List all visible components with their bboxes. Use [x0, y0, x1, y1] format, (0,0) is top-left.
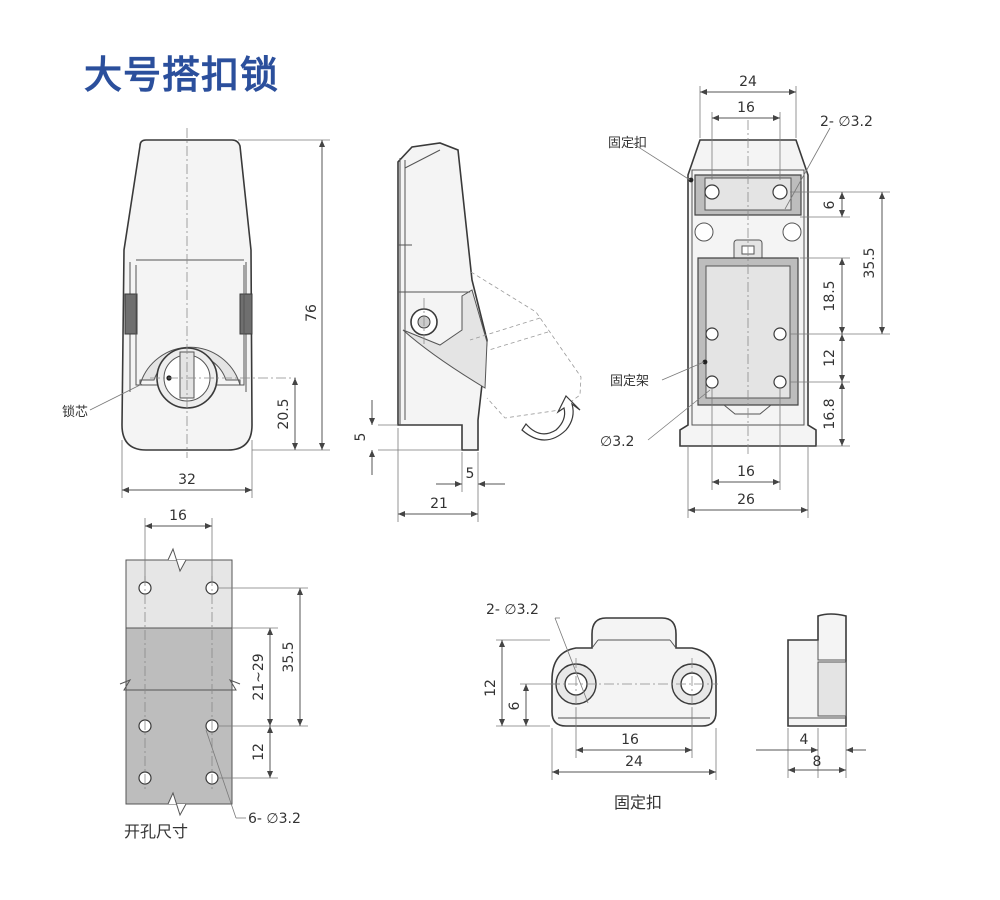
side-view: 5 5 21	[353, 142, 582, 522]
back-hole-spacing-v-dim: 12	[822, 349, 838, 367]
back-top-width-dim: 24	[739, 74, 757, 90]
buckle-hole-spacing-dim: 16	[621, 732, 639, 748]
cutout-size-caption: 开孔尺寸	[124, 822, 188, 841]
back-hole-dia-dim: ∅3.2	[600, 434, 634, 450]
buckle-side-depth-dim: 4	[800, 732, 809, 748]
front-view: 锁芯 76 20.5 32	[62, 128, 330, 498]
cutout-adjust-range-dim: 21~29	[251, 653, 267, 700]
buckle-width-dim: 24	[625, 754, 643, 770]
buckle-height-dim: 12	[483, 679, 499, 697]
side-base-height-dim: 5	[353, 433, 369, 442]
cutout-overall-span-dim: 35.5	[281, 641, 297, 672]
back-bottom-offset-dim: 16.8	[822, 398, 838, 429]
buckle-side-view: 4 8	[756, 613, 866, 778]
back-top-holes-dim: 2- ∅3.2	[820, 114, 873, 130]
side-depth-dim: 21	[430, 496, 448, 512]
lock-core-label: 锁芯	[62, 404, 88, 420]
back-bottom-hole-spacing-dim: 16	[737, 464, 755, 480]
back-view: 固定扣 2- ∅3.2 固定架 ∅3.2 24 16 6	[600, 74, 890, 518]
buckle-view: 2- ∅3.2 12 6 16 24 固定扣	[483, 602, 718, 812]
cutout-holes-dim: 6- ∅3.2	[248, 811, 301, 827]
front-height-dim: 76	[304, 304, 320, 322]
cutout-view: 16 35.5 21~29 12 6- ∅3.2 开孔尺寸	[119, 508, 308, 841]
fixed-buckle-label: 固定扣	[608, 136, 647, 151]
buckle-side-width-dim: 8	[813, 754, 822, 770]
page-title: 大号搭扣锁	[84, 53, 280, 97]
buckle-hole-height-dim: 6	[507, 701, 523, 710]
cutout-hole-spacing-h-dim: 16	[169, 508, 187, 524]
front-core-height-dim: 20.5	[276, 398, 292, 429]
fixed-bracket-label: 固定架	[610, 374, 649, 389]
front-width-dim: 32	[178, 472, 196, 488]
buckle-holes-dim: 2- ∅3.2	[486, 602, 539, 618]
back-overall-span-dim: 35.5	[862, 247, 878, 278]
back-bottom-width-dim: 26	[737, 492, 755, 508]
cutout-hole-spacing-v-dim: 12	[251, 743, 267, 761]
side-lip-dim: 5	[466, 466, 475, 482]
back-mid-span-dim: 18.5	[822, 280, 838, 311]
back-top-hole-spacing-dim: 16	[737, 100, 755, 116]
fixed-buckle-caption: 固定扣	[614, 793, 662, 812]
back-buckle-height-dim: 6	[822, 200, 838, 209]
